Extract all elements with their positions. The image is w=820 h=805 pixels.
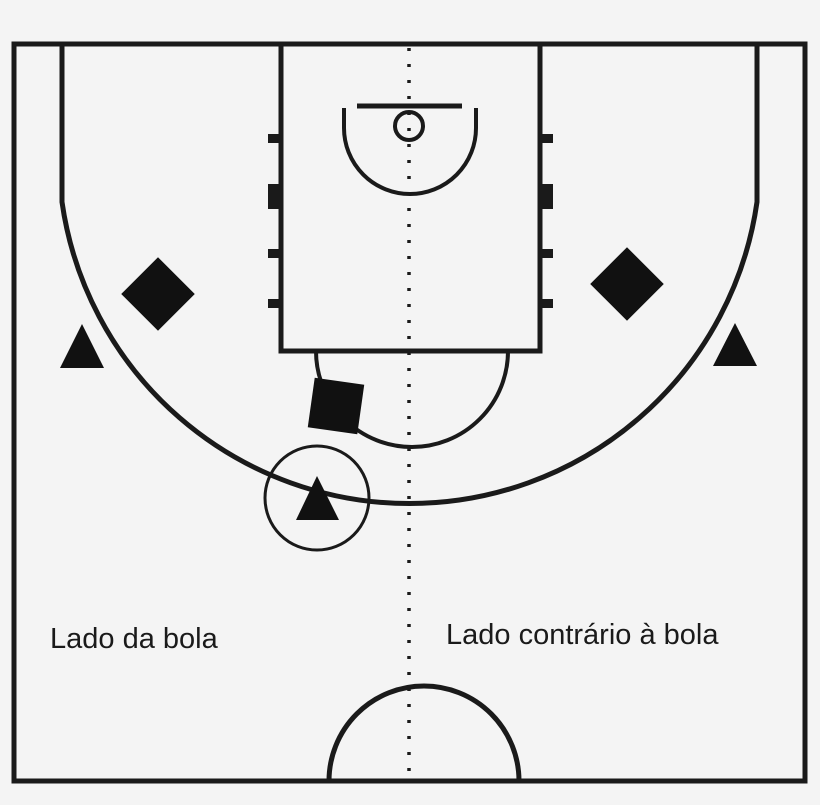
offense-triangle-ball-handler (296, 476, 339, 520)
ball-side-label: Lado da bola (50, 623, 219, 655)
hoop (393, 110, 425, 142)
center-circle-arc (326, 683, 522, 782)
offense-triangle-right (713, 323, 757, 366)
ball-handler-circle (263, 444, 371, 552)
restricted-arc (342, 108, 478, 196)
help-side-label: Lado contrário à bola (446, 619, 719, 651)
defender-diamond-right (590, 247, 664, 321)
three-point-line (59, 44, 760, 506)
defender-square (307, 377, 365, 435)
court-boundary (11, 41, 808, 784)
defender-diamond-left (121, 257, 195, 331)
lane-hash-marks (268, 134, 553, 308)
offense-triangle-left (60, 324, 104, 368)
